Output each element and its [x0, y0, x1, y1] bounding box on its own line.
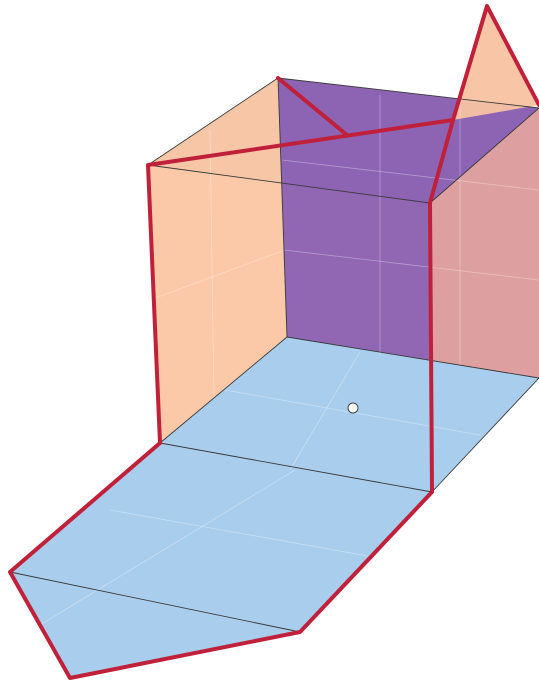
net-outline-right — [8, 118, 455, 680]
cube-edges — [9, 77, 539, 633]
net-outline-top-notch — [276, 76, 349, 137]
tab-face — [453, 6, 539, 120]
point-marker — [347, 402, 359, 414]
face-grid-lines — [39, 95, 539, 626]
front-flap-face — [10, 443, 432, 678]
floor-face — [160, 337, 539, 492]
